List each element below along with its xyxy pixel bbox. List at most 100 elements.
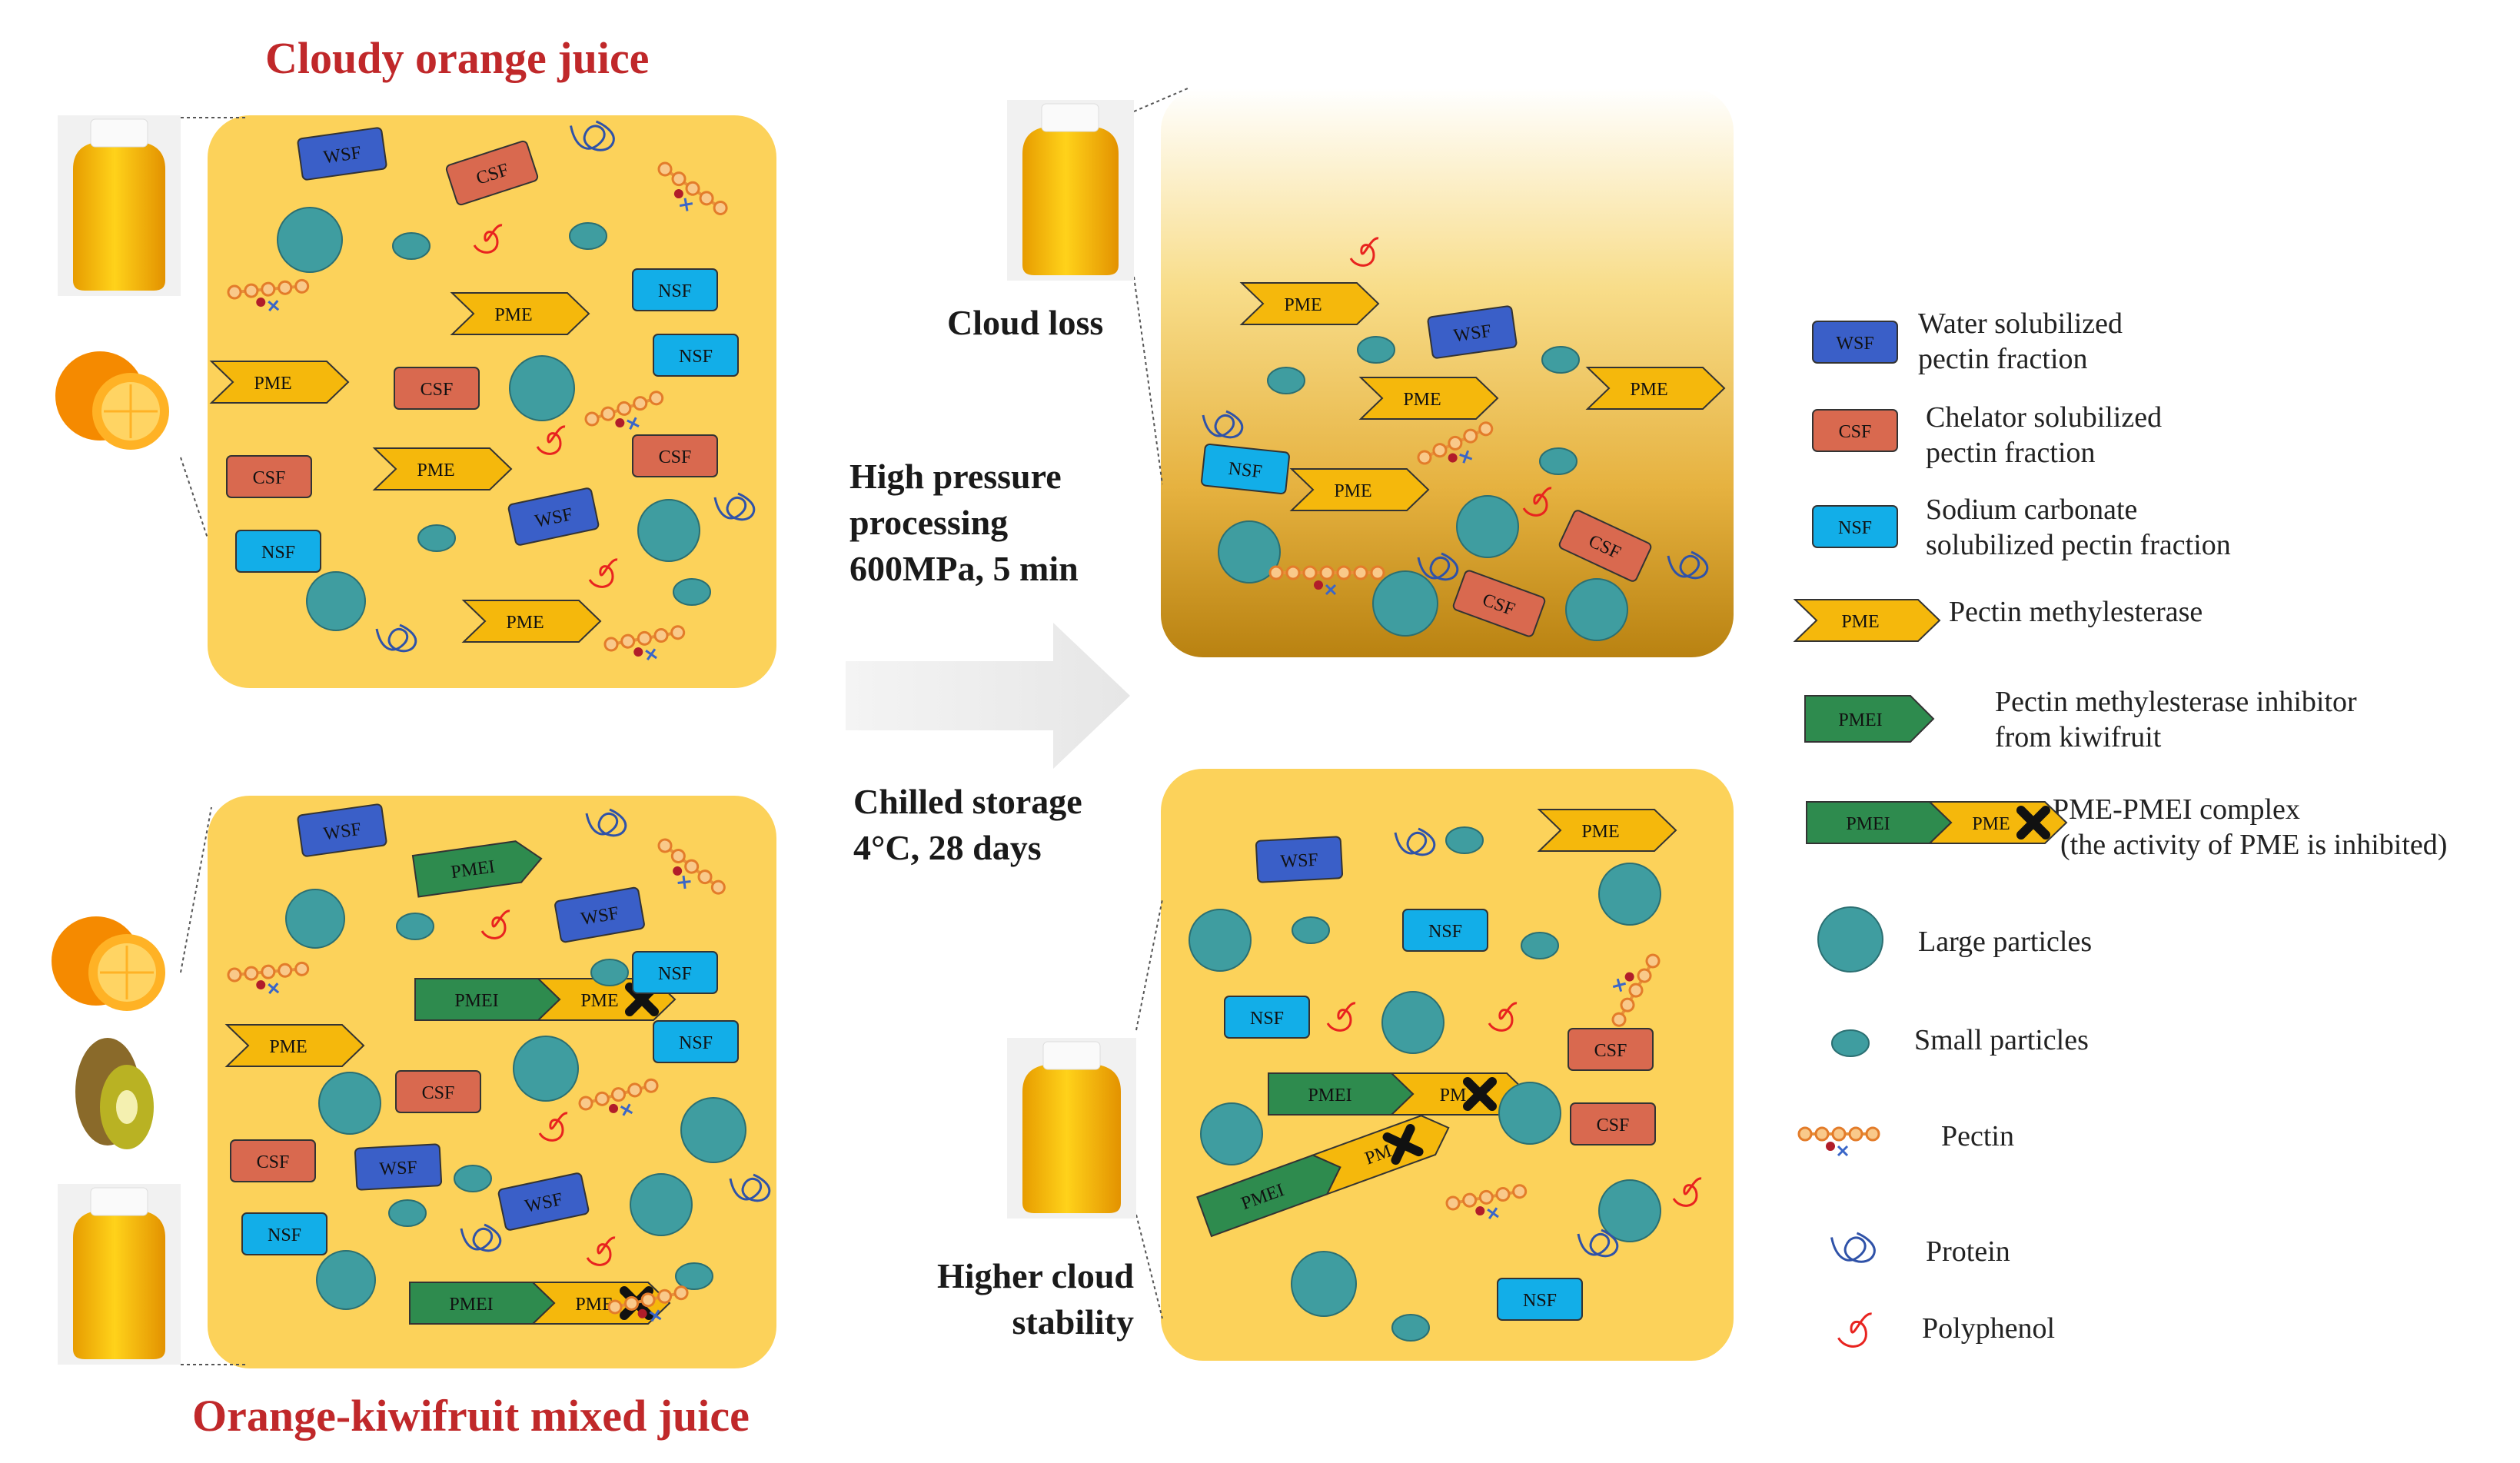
large-particle <box>630 1173 693 1236</box>
pectin-unit <box>227 284 242 300</box>
pme-arrow-label: PME <box>254 374 291 394</box>
legend-polyphenol-text: Polyphenol <box>1922 1312 2056 1345</box>
csf-box: CSF <box>394 367 480 410</box>
hpp-label-line2: processing <box>849 503 1009 542</box>
large-particle <box>1498 1082 1561 1145</box>
csf-box-shape <box>1568 1028 1654 1071</box>
pectin-unit <box>649 391 664 406</box>
pectin-cross <box>1325 584 1337 596</box>
csf-box-label: CSF <box>421 380 454 400</box>
pectin-branch <box>1826 1142 1835 1151</box>
large-particle <box>513 1036 579 1102</box>
nsf-box-shape <box>241 1212 327 1255</box>
pectin-unit <box>657 161 673 177</box>
large-particle <box>1291 1251 1357 1317</box>
title-cloudy-orange-juice: Cloudy orange juice <box>265 33 650 83</box>
wsf-box-shape <box>297 127 387 181</box>
legend-nsf-icon-label: NSF <box>1838 518 1872 538</box>
wsf-box: WSF <box>554 886 645 943</box>
complex-pmei-shape <box>414 978 561 1021</box>
protein-icon <box>585 808 627 837</box>
complex-pmei-label: PMEI <box>1308 1086 1351 1106</box>
legend-pme-text: Pectin methylesterase <box>1949 596 2203 628</box>
large-particle <box>277 207 343 273</box>
legend-wsf-icon: WSF <box>1812 321 1898 364</box>
wsf-box-shape <box>1255 836 1344 883</box>
legend-wsf-line1: Water solubilized <box>1918 308 2123 340</box>
wsf-box-shape <box>507 487 600 546</box>
wsf-box-label: WSF <box>1280 850 1319 873</box>
nsf-box: NSF <box>235 530 321 573</box>
bottle-icon <box>58 115 181 296</box>
polyphenol-icon <box>1326 1002 1356 1032</box>
pectin-unit <box>1336 565 1351 580</box>
large-particle <box>1218 520 1281 584</box>
pectin-branch <box>1314 580 1323 590</box>
pectin-unit <box>1417 450 1432 465</box>
wsf-box-label: WSF <box>379 1158 418 1180</box>
pme-arrow-label: PME <box>1284 295 1322 315</box>
pectin-unit <box>670 849 686 864</box>
title-orange-kiwifruit-juice: Orange-kiwifruit mixed juice <box>192 1391 750 1441</box>
legend-protein-text: Protein <box>1926 1235 2010 1268</box>
legend-csf-text: Chelator solubilized pectin fraction <box>1926 400 2162 470</box>
cloud-loss-label: Cloud loss <box>947 303 1104 342</box>
large-particle <box>1598 863 1661 926</box>
legend-nsf-icon-shape <box>1812 505 1898 548</box>
pme-arrow-shape <box>1585 367 1726 410</box>
pectin-branch <box>256 980 266 990</box>
nsf-box-label: NSF <box>261 543 295 563</box>
small-particle <box>569 222 607 250</box>
pectin-unit <box>1448 435 1463 451</box>
pme-arrow-label: PME <box>1334 481 1371 501</box>
complex-pmei-shape <box>1196 1154 1341 1238</box>
storage-label: Chilled storage 4°C, 28 days <box>853 779 1082 871</box>
pectin-unit <box>584 411 600 427</box>
small-particle <box>417 524 456 552</box>
legend-pmei-text: Pectin methylesterase inhibitor from kiw… <box>1995 684 2357 755</box>
pectin-branch <box>637 1308 647 1318</box>
panel-cloud-loss <box>1161 88 1734 657</box>
protein-icon <box>729 1173 771 1202</box>
complex-pmei-label: PMEI <box>454 991 498 1011</box>
large-particle <box>509 355 575 421</box>
legend-large-text: Large particles <box>1918 926 2093 958</box>
pectin-unit <box>637 630 652 646</box>
pectin-unit <box>1353 565 1368 580</box>
legend-nsf-line2: solubilized pectin fraction <box>1926 529 2231 561</box>
pectin-branch <box>609 1103 619 1113</box>
complex-pme-label: PME <box>580 991 618 1011</box>
pectin-unit <box>1463 428 1478 444</box>
pectin-cross <box>620 1103 633 1116</box>
pectin-unit <box>244 966 259 981</box>
nsf-box-label: NSF <box>679 1033 713 1053</box>
legend-csf-line1: Chelator solubilized <box>1926 401 2163 434</box>
complex-pme-label: PM <box>1440 1086 1467 1106</box>
small-particle <box>388 1199 427 1227</box>
protein-icon <box>375 623 417 653</box>
polyphenol-icon <box>1672 1177 1702 1207</box>
polyphenol-icon <box>588 558 618 588</box>
complex-pme-label: PME <box>1972 814 2010 834</box>
polyphenol-icon <box>1349 237 1379 267</box>
polyphenol-icon <box>1837 1312 1872 1348</box>
pme-arrow: PME <box>1358 377 1499 420</box>
pectin-unit <box>1268 565 1284 580</box>
nsf-box-label: NSF <box>658 281 692 301</box>
nsf-box-shape <box>653 334 739 377</box>
protein-icon <box>1394 827 1436 856</box>
large-particle <box>1381 991 1445 1054</box>
panel-mixed-juice <box>208 796 776 1368</box>
pectin-unit <box>611 1087 627 1102</box>
legend-wsf-text: Water solubilized pectin fraction <box>1918 306 2123 377</box>
pme-arrow-label: PME <box>1630 380 1667 400</box>
large-particle <box>1598 1179 1661 1242</box>
pmei-arrow-shape <box>411 840 543 898</box>
pectin-cross <box>645 648 657 660</box>
small-particle <box>1292 916 1330 944</box>
pectin-unit <box>594 1091 610 1106</box>
